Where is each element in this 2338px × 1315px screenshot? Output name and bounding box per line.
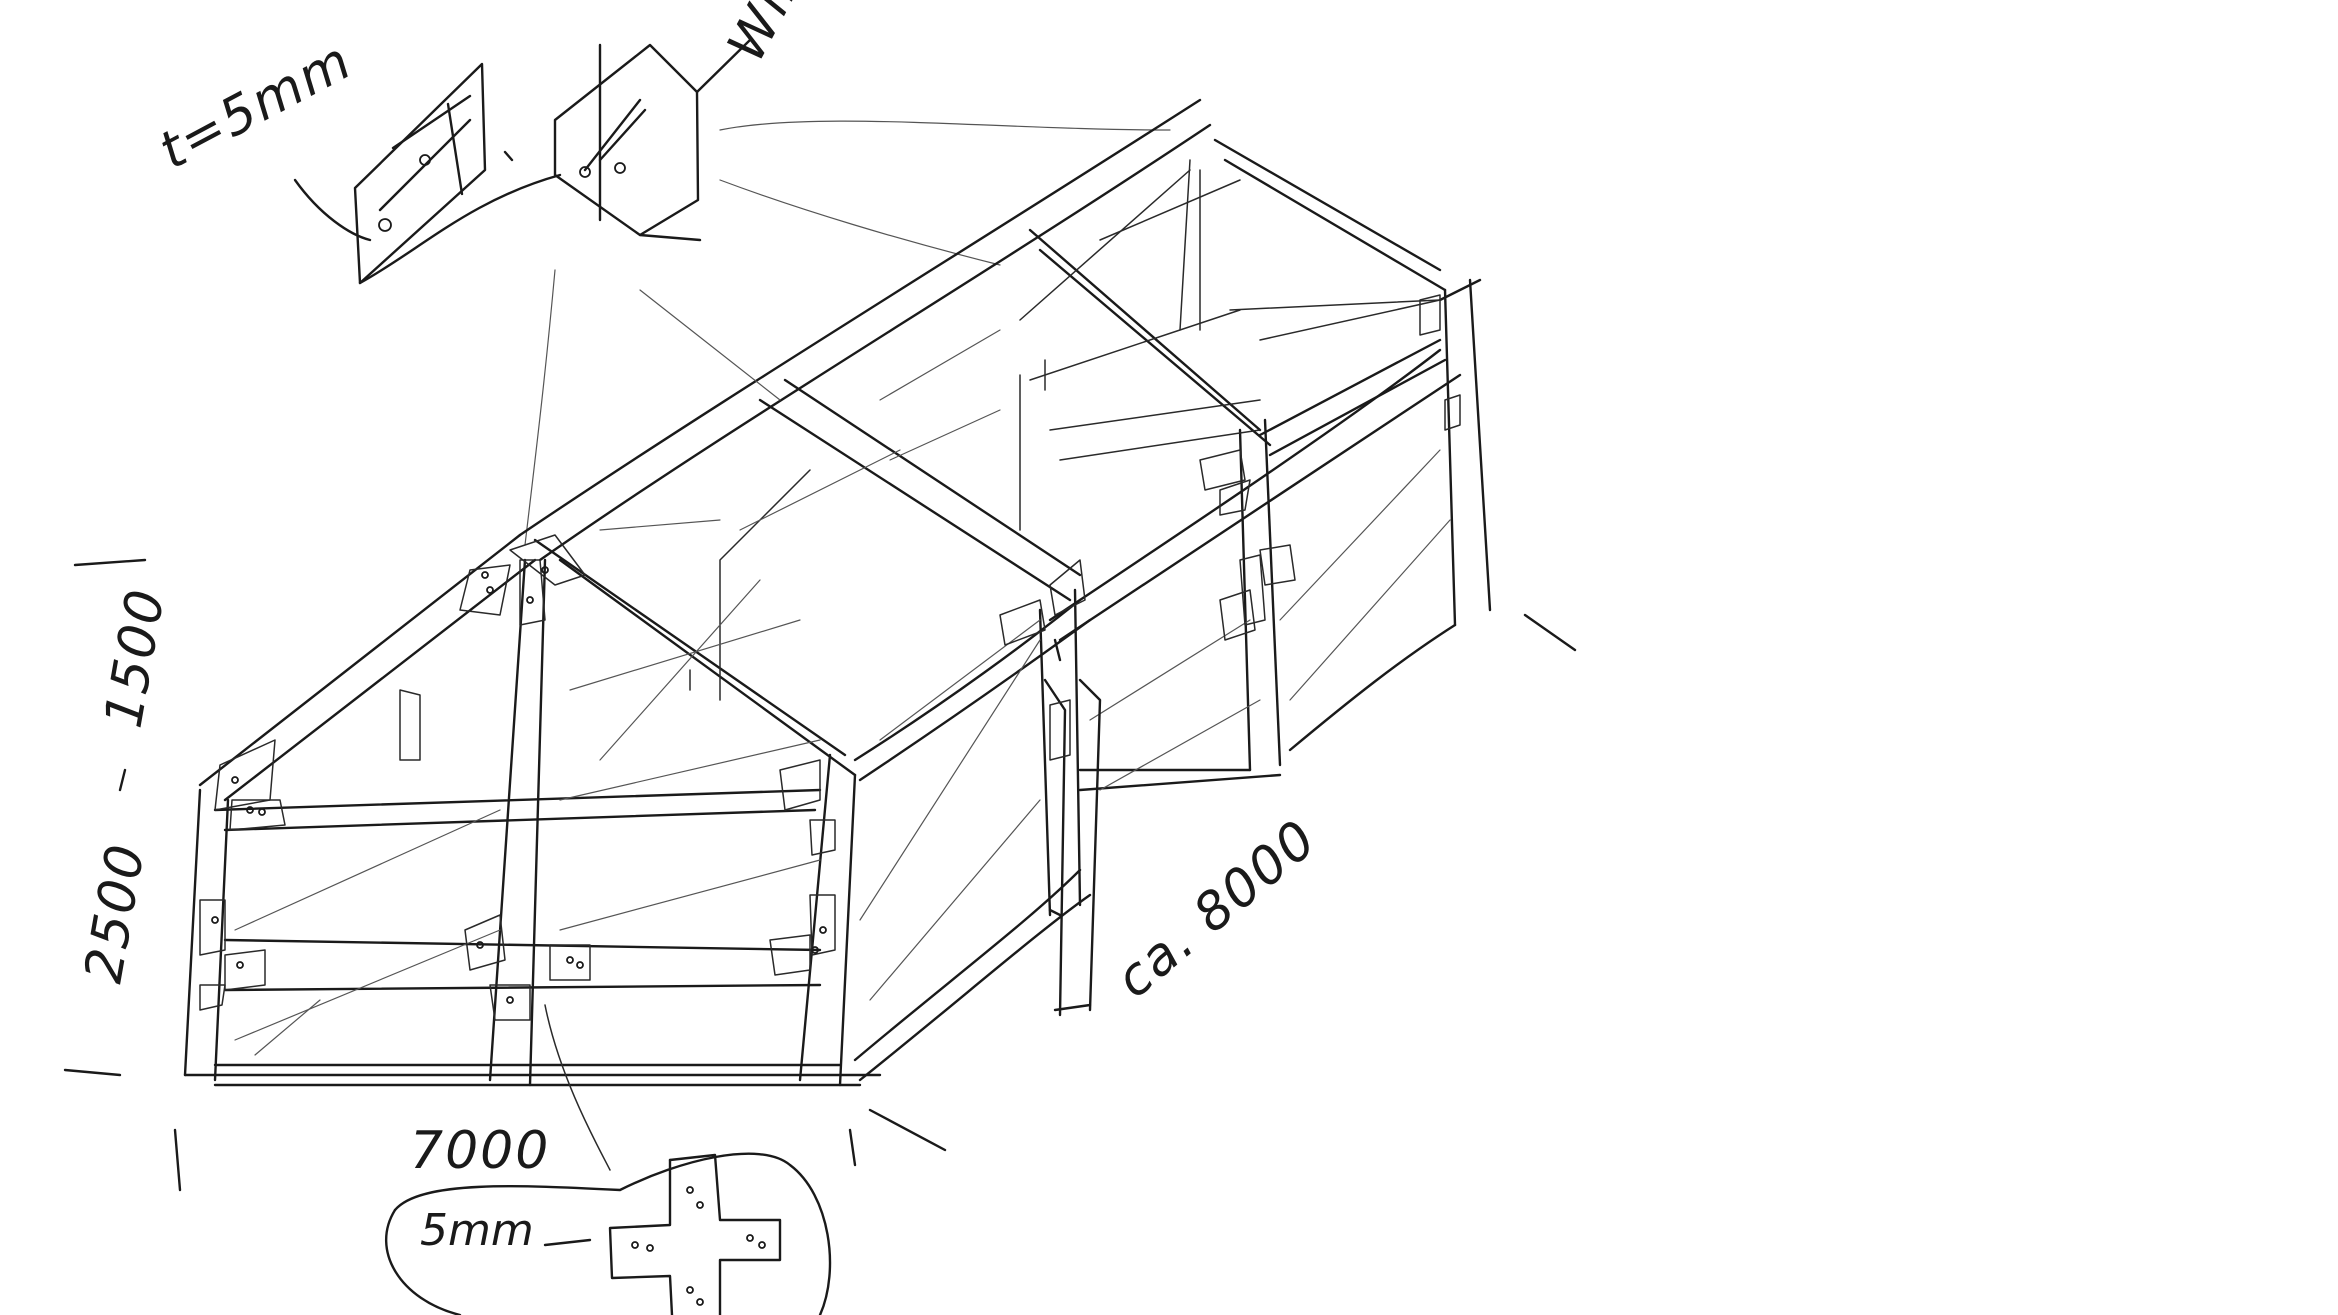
wall-height-label: 2500	[74, 839, 157, 988]
width-label: 7000	[410, 1121, 550, 1181]
ridge-connector-detail	[293, 38, 752, 285]
cross-plate-detail	[384, 1004, 832, 1315]
cross-plate-thickness-label: 5mm	[420, 1205, 534, 1256]
plate-thickness-label: t=5mm	[150, 31, 362, 182]
length-label: ca. 8000	[1105, 809, 1329, 1010]
detail-leader-line	[524, 269, 556, 546]
roof-height-label: 1500	[94, 584, 177, 733]
top-detail-partial-label: Win	[717, 0, 819, 71]
tent-frame	[183, 98, 1492, 1087]
dimension-marks	[63, 558, 1577, 1192]
